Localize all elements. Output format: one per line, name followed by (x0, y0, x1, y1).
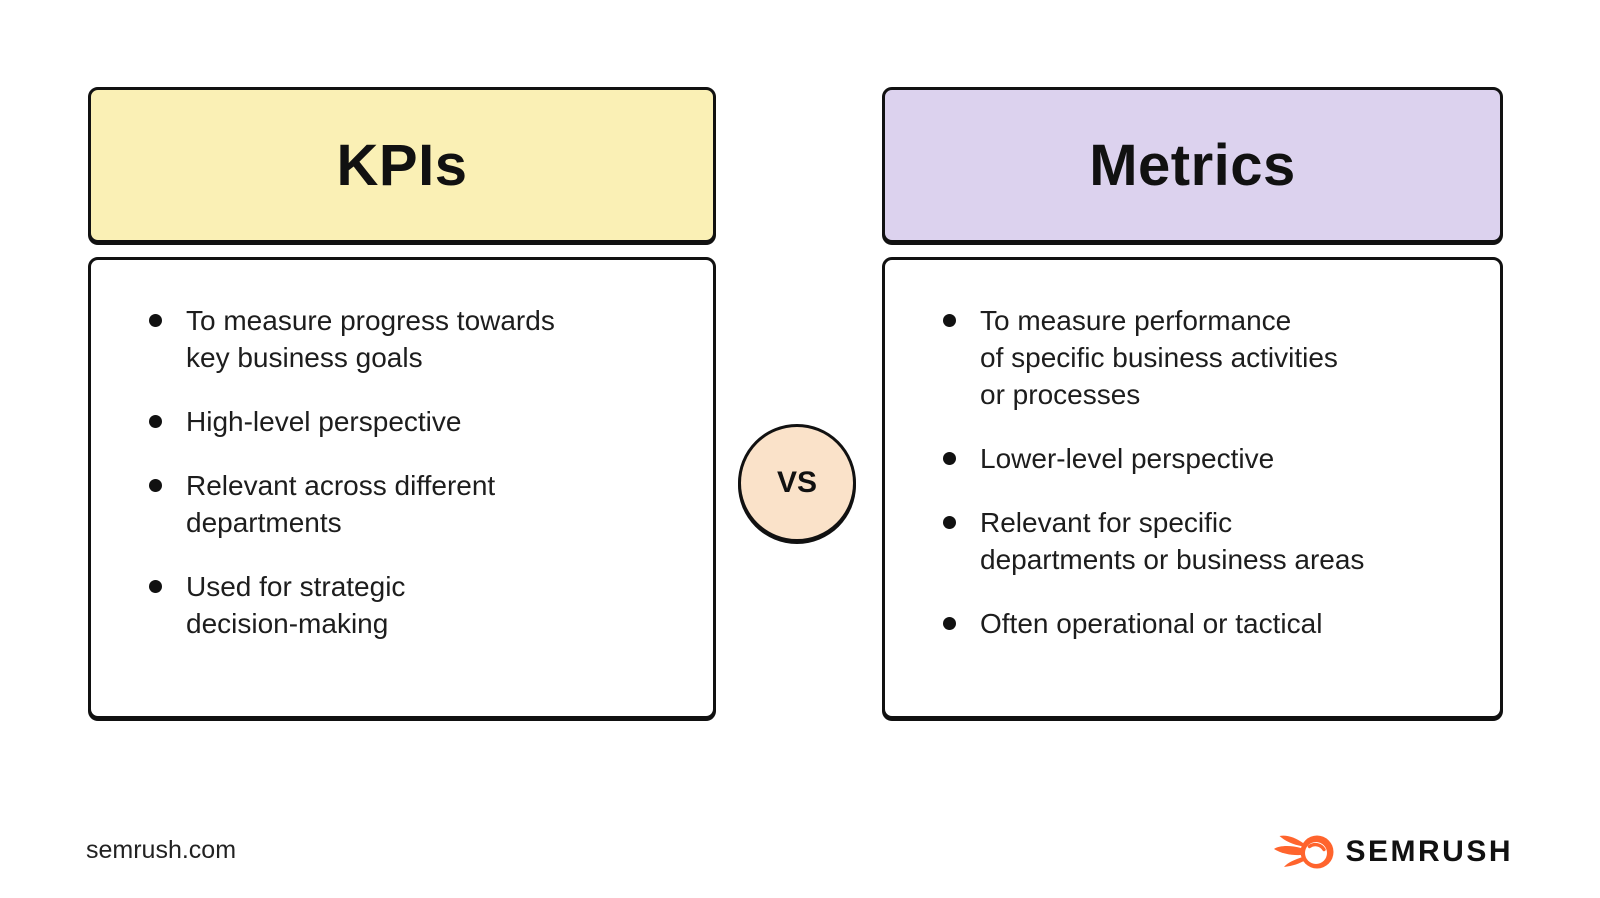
metrics-header-box: Metrics (882, 87, 1503, 243)
list-item: Relevant for specific departments or bus… (943, 504, 1476, 578)
bullet-icon (943, 516, 956, 529)
kpis-body-box: To measure progress towards key business… (88, 257, 716, 719)
bullet-icon (943, 452, 956, 465)
bullet-icon (149, 580, 162, 593)
metrics-bullet-4: Often operational or tactical (980, 608, 1323, 639)
metrics-column: Metrics To measure performance of specif… (882, 87, 1503, 719)
semrush-wordmark: SEMRUSH (1345, 835, 1513, 868)
metrics-bullet-1: To measure performance of specific busin… (980, 305, 1338, 410)
kpis-bullet-2: High-level perspective (186, 406, 462, 437)
metrics-bullet-list: To measure performance of specific busin… (885, 260, 1500, 642)
metrics-bullet-2: Lower-level perspective (980, 443, 1275, 474)
list-item: To measure progress towards key business… (149, 302, 689, 376)
list-item: High-level perspective (149, 403, 689, 440)
list-item: To measure performance of specific busin… (943, 302, 1476, 413)
metrics-title: Metrics (1089, 132, 1296, 198)
metrics-bullet-3: Relevant for specific departments or bus… (980, 507, 1365, 575)
site-url-label: semrush.com (86, 836, 237, 864)
bullet-icon (943, 617, 956, 630)
list-item: Relevant across different departments (149, 467, 689, 541)
bullet-icon (149, 415, 162, 428)
bullet-icon (943, 314, 956, 327)
metrics-body-box: To measure performance of specific busin… (882, 257, 1503, 719)
kpis-bullet-4: Used for strategic decision-making (186, 571, 406, 639)
kpis-bullet-list: To measure progress towards key business… (91, 260, 713, 642)
kpis-header-box: KPIs (88, 87, 716, 243)
bullet-icon (149, 479, 162, 492)
semrush-logo: SEMRUSH (1273, 830, 1513, 874)
vs-badge: VS (738, 424, 856, 542)
list-item: Lower-level perspective (943, 440, 1476, 477)
bullet-icon (149, 314, 162, 327)
vs-label: VS (776, 466, 818, 499)
list-item: Often operational or tactical (943, 605, 1476, 642)
kpis-bullet-3: Relevant across different departments (186, 470, 496, 538)
kpis-column: KPIs To measure progress towards key bus… (88, 87, 716, 719)
kpis-title: KPIs (336, 132, 468, 198)
list-item: Used for strategic decision-making (149, 568, 689, 642)
kpis-bullet-1: To measure progress towards key business… (186, 305, 555, 373)
semrush-comet-icon (1274, 835, 1334, 869)
